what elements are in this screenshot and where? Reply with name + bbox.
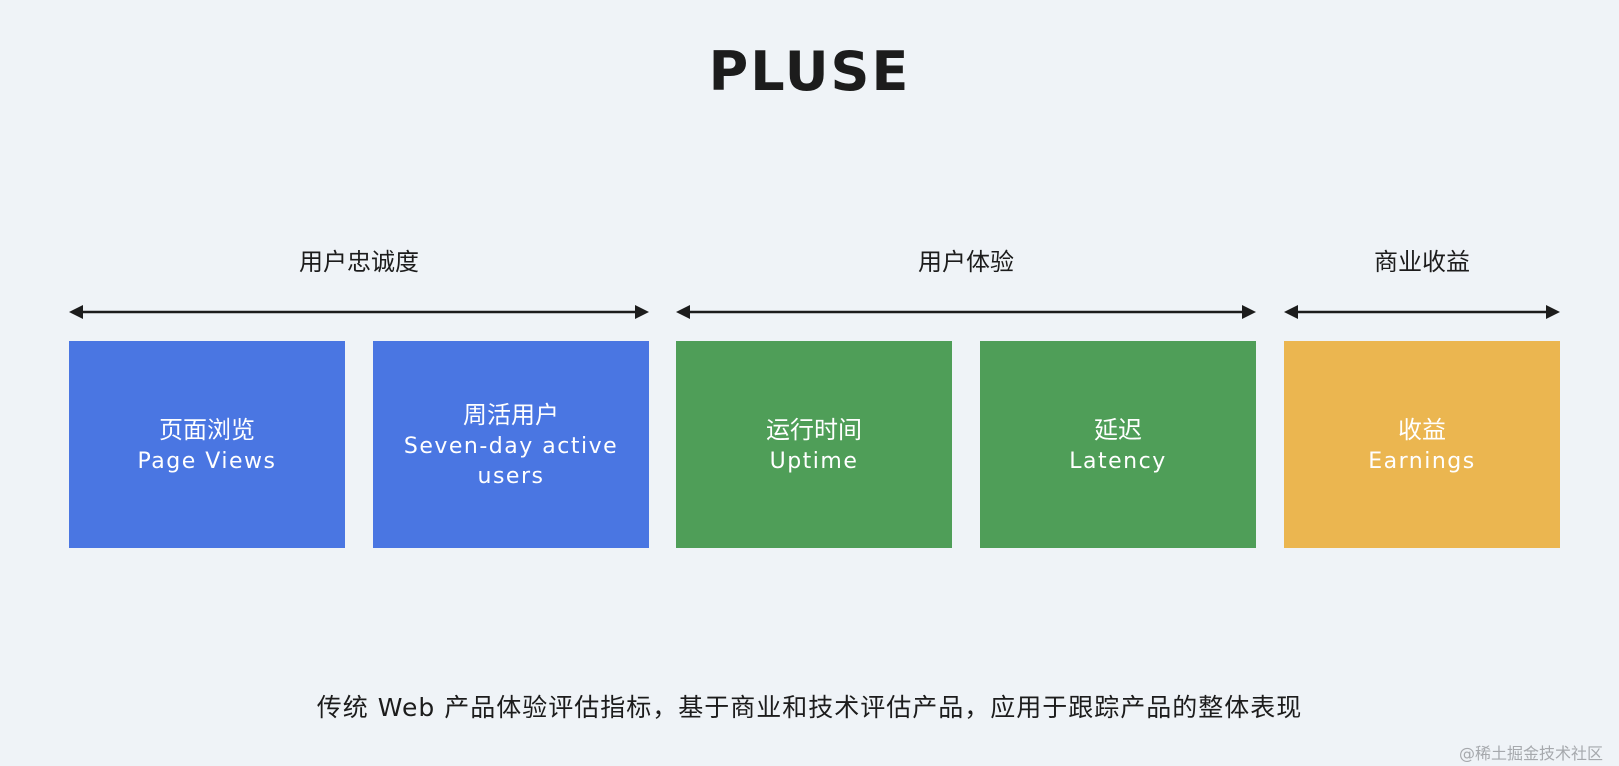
metric-box-seven-day-active-users: 周活用户 Seven-day active users bbox=[373, 341, 649, 548]
metric-label-zh: 周活用户 bbox=[463, 400, 559, 429]
group-label-user-experience: 用户体验 bbox=[918, 248, 1014, 276]
metric-label-zh: 延迟 bbox=[1094, 415, 1142, 444]
metric-box-page-views: 页面浏览 Page Views bbox=[69, 341, 345, 548]
metric-label-zh: 运行时间 bbox=[766, 415, 862, 444]
metric-label-en: Page Views bbox=[137, 448, 277, 474]
group-label-business-revenue: 商业收益 bbox=[1374, 248, 1470, 276]
watermark: @稀土掘金技术社区 bbox=[1458, 744, 1603, 763]
metric-box-latency: 延迟 Latency bbox=[980, 341, 1256, 548]
double-arrow-user-experience bbox=[676, 300, 1256, 324]
metric-label-zh: 页面浏览 bbox=[159, 415, 255, 444]
footer-caption: 传统 Web 产品体验评估指标，基于商业和技术评估产品，应用于跟踪产品的整体表现 bbox=[316, 693, 1303, 722]
metric-label-en: Latency bbox=[1069, 448, 1167, 474]
metric-label-zh: 收益 bbox=[1398, 415, 1446, 444]
metric-box-earnings: 收益 Earnings bbox=[1284, 341, 1560, 548]
metric-label-en: Seven-day active users bbox=[403, 433, 619, 489]
metric-label-en: Earnings bbox=[1368, 448, 1476, 474]
diagram-title: PLUSE bbox=[708, 40, 911, 103]
double-arrow-business-revenue bbox=[1284, 300, 1560, 324]
metric-label-en: Uptime bbox=[769, 448, 859, 474]
double-arrow-user-loyalty bbox=[69, 300, 649, 324]
group-label-user-loyalty: 用户忠诚度 bbox=[299, 248, 419, 276]
metric-box-uptime: 运行时间 Uptime bbox=[676, 341, 952, 548]
